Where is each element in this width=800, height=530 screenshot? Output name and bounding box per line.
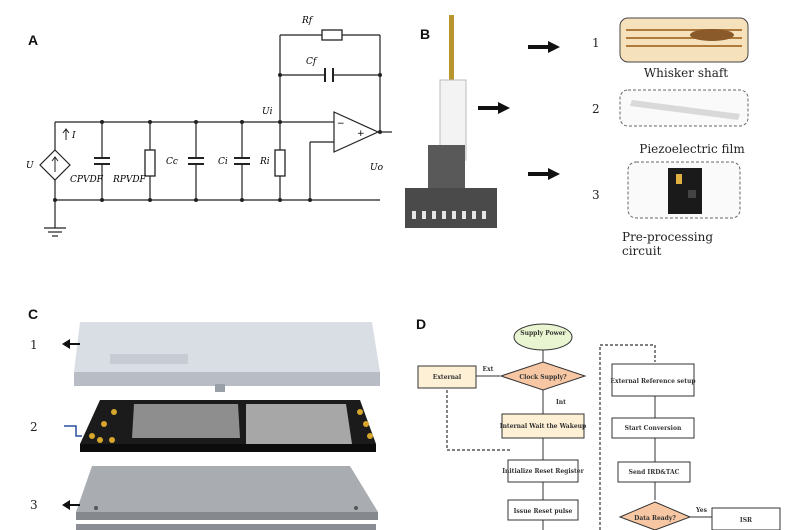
init-node	[507, 459, 579, 483]
layer-1-number: 1	[30, 338, 38, 352]
panel-a-letter: A	[28, 32, 39, 48]
cpvdf-label: CPVDF	[70, 175, 104, 185]
arrow-icon	[548, 168, 560, 180]
ui-label: Ui	[262, 107, 273, 117]
int-branch-label: Int	[556, 399, 566, 406]
start-conversion-node	[611, 417, 695, 439]
reset-label: Issue Reset pulse	[514, 508, 573, 515]
layer-3-number: 3	[30, 498, 38, 512]
rf-label: Rf	[301, 16, 314, 26]
device-layer-1	[74, 322, 380, 392]
reset-node	[507, 499, 579, 521]
cf-label: Cf	[306, 57, 318, 67]
panel-d-letter: D	[416, 316, 427, 332]
data-ready-label: Data Ready?	[634, 515, 676, 522]
internal-label: Internal Wait the Wakeup	[500, 423, 586, 430]
uo-label: Uo	[370, 163, 384, 173]
item-3-number: 3	[592, 188, 600, 202]
piezo-film-caption: Piezoelectric film	[639, 142, 745, 156]
arrow-icon	[62, 500, 70, 510]
isr-label: ISR	[740, 517, 753, 524]
internal-node	[501, 413, 585, 439]
layer-2-number: 2	[30, 420, 38, 434]
clock-decision-node	[499, 361, 587, 391]
panel-b-letter: B	[420, 26, 431, 42]
device-layer-3	[76, 466, 378, 530]
external-node	[417, 365, 477, 389]
supply-label: Supply Power	[520, 330, 566, 337]
device-layer-2-pcb	[80, 400, 376, 452]
svg-text:−: −	[337, 119, 345, 129]
yes-branch-label: Yes	[695, 507, 708, 514]
svg-text:+: +	[357, 129, 365, 139]
ri-label: Ri	[259, 157, 270, 167]
whisker-shaft-caption: Whisker shaft	[643, 66, 729, 80]
ri-resistor	[274, 149, 286, 177]
rf-resistor	[321, 29, 343, 41]
i-label: I	[71, 131, 76, 141]
u-label: U	[26, 161, 34, 171]
data-ready-decision-node	[618, 501, 692, 530]
send-label: Send IRD&TAC	[629, 469, 680, 476]
panel-c-letter: C	[28, 306, 39, 322]
cc-label: Cc	[166, 157, 178, 167]
circuit-caption: Pre-processing circuit	[622, 230, 713, 258]
arrow-icon	[62, 339, 70, 349]
ci-label: Ci	[218, 157, 228, 167]
send-node	[617, 461, 691, 483]
whisker-shaft-icon	[449, 15, 454, 110]
ext-ref-node	[611, 363, 695, 397]
arrow-icon	[548, 41, 560, 53]
rpvdf-label: RPVDF	[112, 175, 147, 185]
item-1-number: 1	[592, 36, 600, 50]
ext-branch-label: Ext	[483, 366, 494, 373]
ext-ref-label: External Reference setup	[610, 378, 695, 385]
isr-node	[711, 507, 781, 530]
item-2-number: 2	[592, 102, 600, 116]
init-label: Initialize Reset Register	[502, 468, 584, 475]
whisker-shaft-photo	[619, 17, 749, 63]
supply-power-node	[513, 323, 573, 351]
external-label: External	[433, 374, 462, 381]
arrow-icon	[498, 102, 510, 114]
rpvdf-resistor	[144, 149, 156, 177]
start-label: Start Conversion	[625, 425, 682, 432]
clock-label: Clock Supply?	[519, 374, 567, 381]
